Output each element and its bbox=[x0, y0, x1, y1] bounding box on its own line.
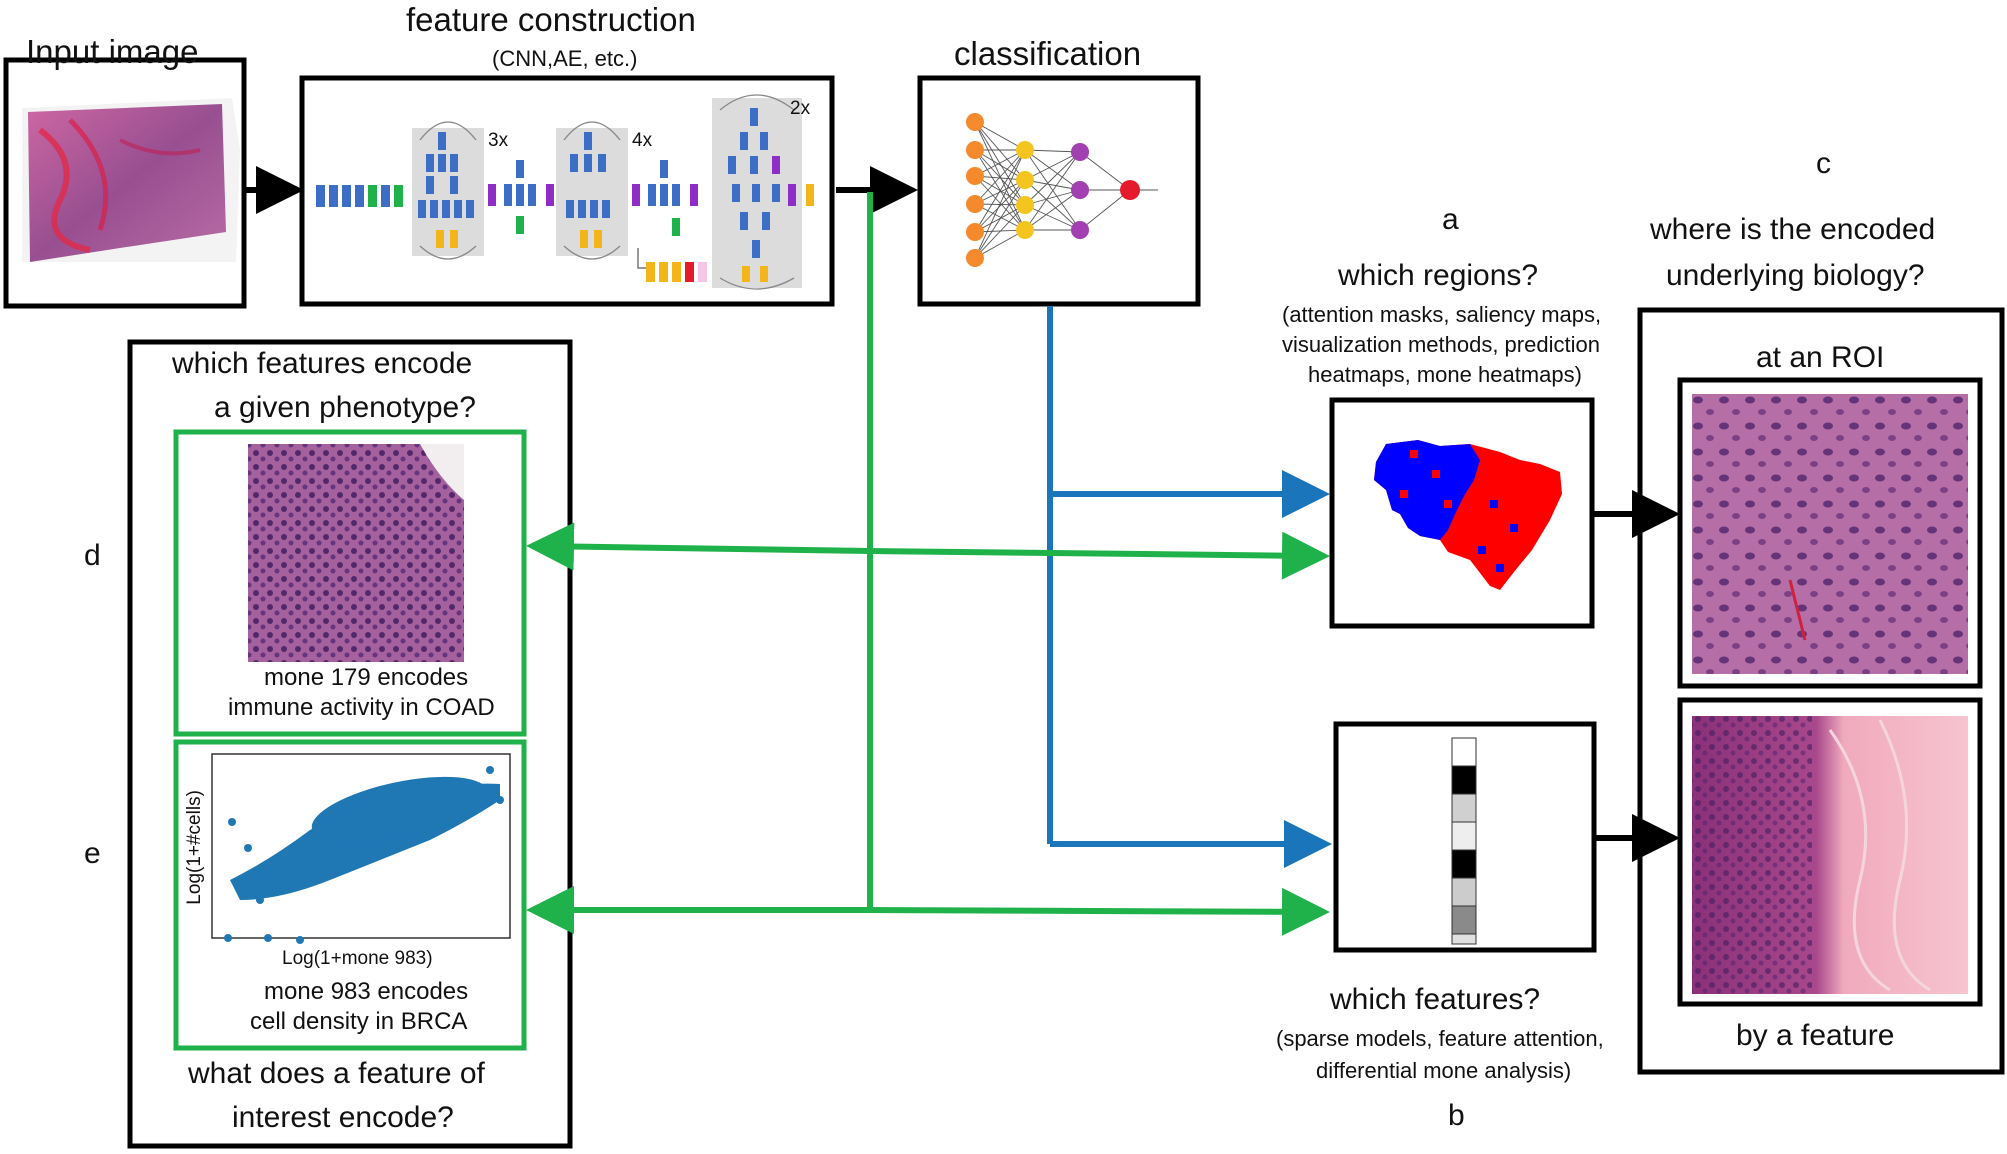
roi-histology-tile bbox=[1692, 394, 1968, 674]
scatter-x-axis-label: Log(1+mone 983) bbox=[282, 948, 433, 969]
what-does-line1: what does a feature of bbox=[188, 1057, 485, 1090]
input-image-title: Input image bbox=[26, 33, 199, 70]
mone983-caption-line2: cell density in BRCA bbox=[250, 1008, 468, 1035]
label-c: c bbox=[1816, 147, 1831, 180]
which-regions-sub1: (attention masks, saliency maps, bbox=[1282, 302, 1602, 327]
at-roi-label: at an ROI bbox=[1756, 341, 1885, 374]
prediction-heatmap bbox=[1374, 440, 1562, 590]
which-regions-sub2: visualization methods, prediction bbox=[1282, 332, 1600, 357]
by-feature-label: by a feature bbox=[1736, 1019, 1895, 1052]
block-multiplier-2x: 2x bbox=[790, 98, 811, 119]
label-b: b bbox=[1448, 1099, 1465, 1132]
features-green-connector bbox=[526, 192, 1330, 936]
classification-title: classification bbox=[954, 35, 1142, 72]
cnn-architecture bbox=[316, 94, 814, 290]
which-features-encode-line1: which features encode bbox=[172, 347, 473, 380]
which-regions-sub3: heatmaps, mone heatmaps) bbox=[1308, 362, 1582, 387]
classification-blue-connector bbox=[1047, 306, 1332, 868]
which-features-encode-line2: a given phenotype? bbox=[214, 391, 476, 424]
label-e: e bbox=[84, 837, 101, 870]
mone179-caption-line2: immune activity in COAD bbox=[228, 694, 495, 721]
block-multiplier-3x: 3x bbox=[488, 130, 509, 151]
mone179-caption-line1: mone 179 encodes bbox=[264, 664, 469, 691]
where-biology-line1: where is the encoded bbox=[1650, 213, 1936, 246]
what-does-line2: interest encode? bbox=[232, 1101, 454, 1134]
scatter-y-axis-label: Log(1+#cells) bbox=[183, 790, 205, 905]
coad-histology-tile bbox=[248, 444, 464, 662]
block-multiplier-4x: 4x bbox=[632, 130, 653, 151]
mone983-caption-line1: mone 983 encodes bbox=[264, 978, 469, 1005]
classification-box bbox=[917, 75, 1201, 307]
sparse-feature-vector bbox=[1451, 737, 1477, 945]
feature-histology-tile bbox=[1692, 716, 1968, 994]
feature-construction-subtitle: (CNN,AE, etc.) bbox=[492, 46, 638, 71]
which-features-sub2: differential mone analysis) bbox=[1316, 1058, 1572, 1083]
where-biology-line2: underlying biology? bbox=[1666, 259, 1925, 292]
which-features-sub1: (sparse models, feature attention, bbox=[1276, 1026, 1604, 1051]
feature-construction-title: feature construction bbox=[406, 1, 696, 38]
input-tissue-thumbnail bbox=[22, 98, 240, 262]
which-features-title: which features? bbox=[1330, 983, 1541, 1016]
neural-network-icon bbox=[966, 113, 1158, 267]
cell-density-scatter bbox=[211, 753, 511, 944]
label-a: a bbox=[1442, 203, 1459, 236]
which-regions-title: which regions? bbox=[1338, 259, 1539, 292]
label-d: d bbox=[84, 539, 101, 572]
